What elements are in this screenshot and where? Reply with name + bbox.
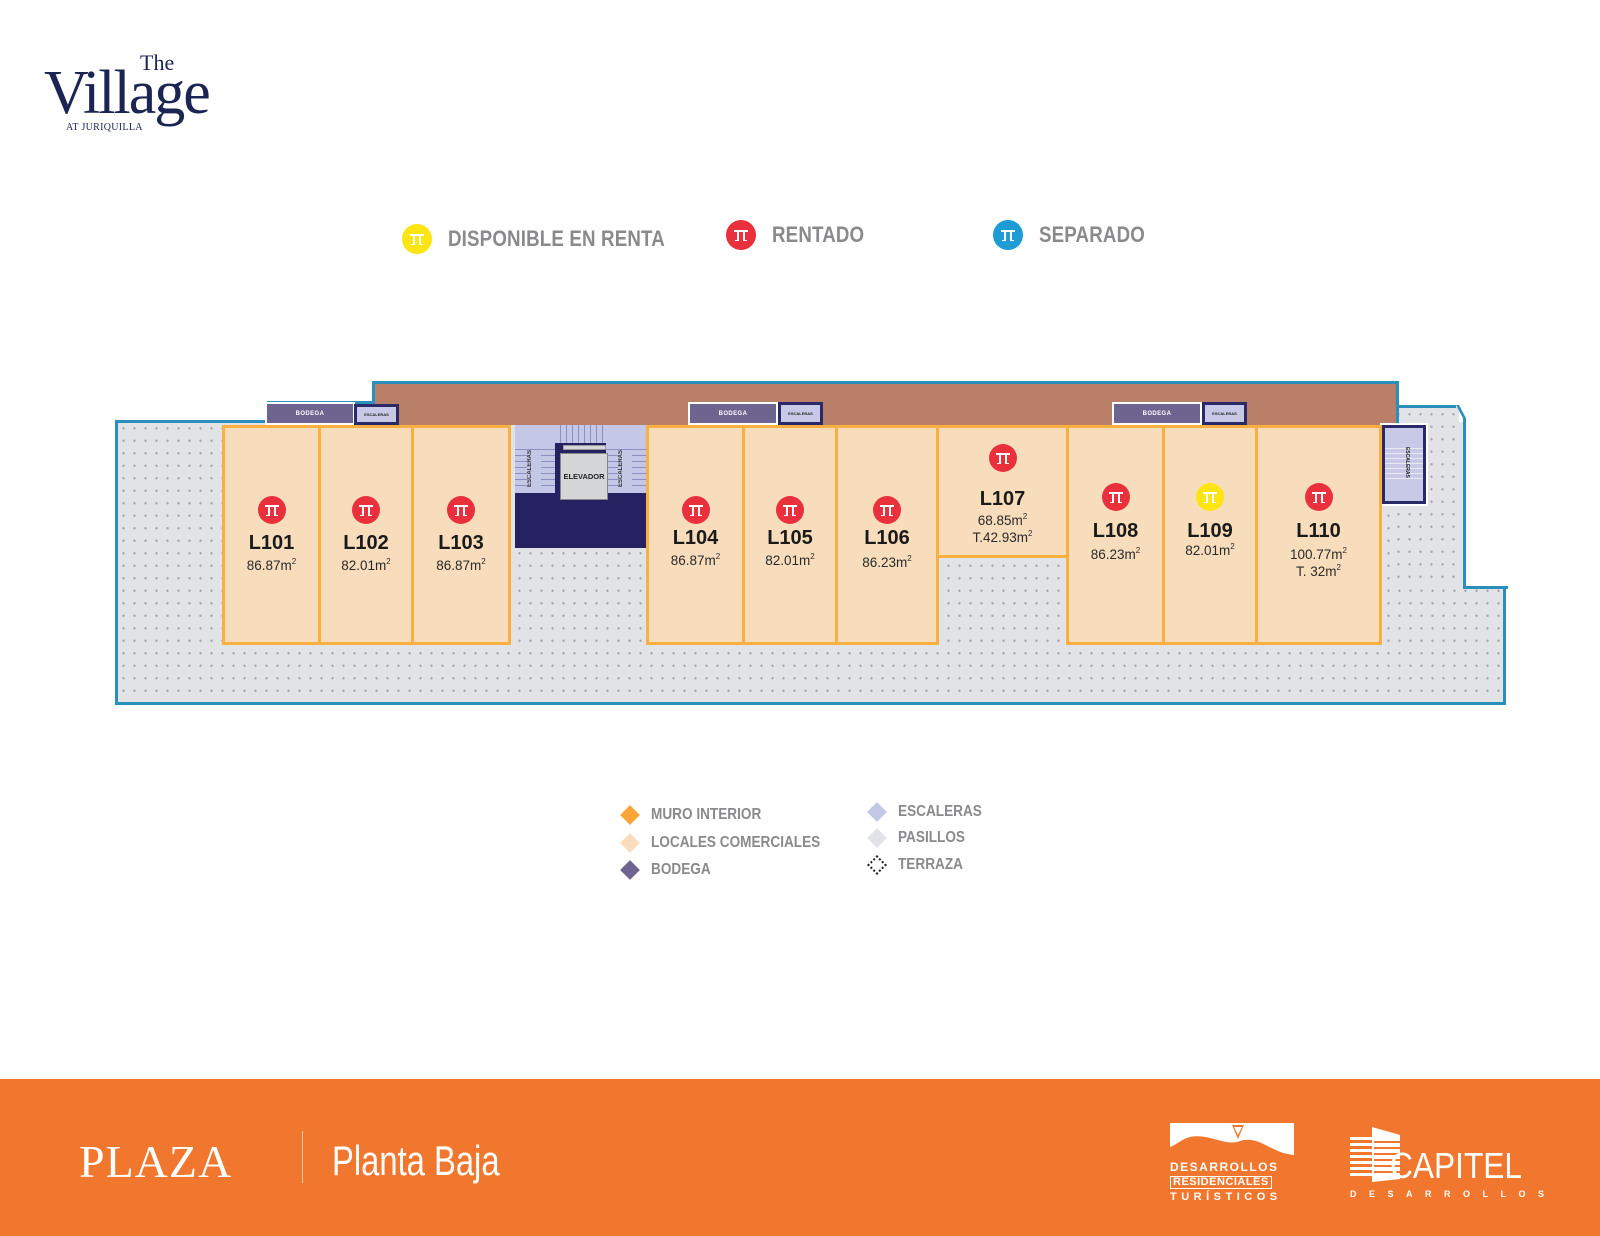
unit-area: 86.23m2 [862, 554, 912, 570]
locales-icon [620, 833, 640, 853]
unit-l105[interactable]: L105 82.01m2 [742, 425, 838, 645]
bodega-1: BODEGA [265, 402, 355, 425]
footer-banner: PLAZA Planta Baja DESARROLLOS RESIDENCIA… [0, 1079, 1600, 1236]
table-icon [402, 224, 432, 254]
unit-l106[interactable]: L106 86.23m2 [835, 425, 939, 645]
footer-divider [302, 1131, 303, 1183]
bodega-2: BODEGA [688, 402, 778, 425]
outline-right [1463, 418, 1466, 588]
outline-left [115, 420, 118, 705]
village-logo: The Village AT JURIQUILLA [44, 52, 244, 142]
status-table-icon [1196, 483, 1224, 511]
unit-name: L110 [1296, 520, 1341, 542]
status-table-icon [352, 496, 380, 524]
elevator-door [563, 445, 606, 450]
notch-fill [1466, 412, 1516, 586]
floor-plan: BODEGA ESCALERAS BODEGA ESCALERAS BODEGA… [115, 381, 1516, 705]
material-legend: MURO INTERIOR LOCALES COMERCIALES BODEGA… [0, 800, 1600, 880]
pasillos-icon [867, 828, 887, 848]
unit-name: L101 [248, 532, 295, 554]
status-legend: DISPONIBLE EN RENTA RENTADO SEPARADO [0, 220, 1600, 260]
drt-logo: DESARROLLOS RESIDENCIALES TURÍSTICOS [1170, 1123, 1294, 1203]
level-title: Planta Baja [332, 1137, 500, 1184]
outline-right-top [1396, 405, 1456, 408]
status-table-icon [988, 444, 1017, 472]
elevator-core: ESCALERAS ESCALERAS ELEVADOR [515, 425, 646, 548]
terraza-icon [867, 855, 887, 875]
stairs-right-block: ESCALERAS [1382, 425, 1426, 504]
unit-name: L108 [1092, 520, 1139, 542]
unit-name: L105 [767, 527, 813, 549]
unit-area: 86.87m2 [670, 552, 721, 568]
legend-reserved: SEPARADO [993, 220, 1164, 250]
unit-area: 86.23m2 [1090, 546, 1141, 562]
unit-l108[interactable]: L108 86.23m2 [1066, 425, 1165, 645]
unit-l102[interactable]: L102 82.01m2 [318, 425, 414, 645]
unit-l103[interactable]: L103 86.87m2 [411, 425, 511, 645]
unit-area: 86.87m2 [246, 557, 297, 573]
stairs-top [515, 425, 646, 443]
status-table-icon [1101, 483, 1130, 511]
status-table-icon [681, 496, 710, 524]
unit-terrace: T. 32m [1296, 564, 1337, 579]
unit-name: L103 [438, 532, 484, 554]
status-table-icon [447, 496, 475, 524]
legend-reserved-label: SEPARADO [1039, 222, 1145, 247]
elevator: ELEVADOR [560, 453, 608, 500]
drt-logo-shape [1170, 1123, 1294, 1155]
status-table-icon [873, 496, 901, 524]
logo-subtitle: AT JURIQUILLA [66, 122, 143, 133]
section-title: PLAZA [79, 1136, 233, 1187]
unit-area: 86.87m2 [436, 557, 486, 573]
bodega-3: BODEGA [1112, 402, 1202, 425]
stairs-small-2: ESCALERAS [778, 402, 823, 425]
legend-locales: LOCALES COMERCIALES [620, 833, 850, 853]
outline-top-left [115, 420, 270, 423]
legend-rented-label: RENTADO [772, 222, 865, 247]
legend-rented: RENTADO [726, 220, 881, 250]
unit-name: L102 [343, 532, 389, 554]
capitel-logo: CAPITEL DESARROLLOS [1350, 1127, 1544, 1207]
table-icon [726, 220, 756, 250]
unit-name: L106 [864, 527, 910, 549]
status-table-icon [1304, 483, 1333, 511]
bodega-icon [620, 860, 640, 880]
building-icon [1350, 1127, 1400, 1182]
legend-available-label: DISPONIBLE EN RENTA [448, 226, 665, 251]
table-icon [993, 220, 1023, 250]
stairs-small-3: ESCALERAS [1202, 402, 1247, 425]
legend-bodega: BODEGA [620, 860, 721, 880]
logo-the: The [140, 50, 175, 75]
legend-available: DISPONIBLE EN RENTA [402, 224, 703, 254]
legend-escaleras: ESCALERAS [867, 802, 997, 822]
status-table-icon [776, 496, 804, 524]
unit-l104[interactable]: L104 86.87m2 [646, 425, 745, 645]
unit-name: L107 [979, 488, 1026, 510]
unit-name: L109 [1187, 520, 1233, 542]
unit-l101[interactable]: L101 86.87m2 [222, 425, 321, 645]
muro-interior-icon [620, 805, 640, 825]
unit-name: L104 [672, 527, 719, 549]
unit-area: 82.01m2 [765, 552, 815, 568]
unit-area: 82.01m2 [1185, 542, 1235, 558]
legend-muro-interior: MURO INTERIOR [620, 805, 781, 825]
stairs-right: ESCALERAS [606, 443, 646, 493]
stairs-left: ESCALERAS [515, 443, 555, 493]
outline-right-notch [1463, 586, 1508, 589]
logo-village: Village [44, 59, 211, 127]
unit-terrace: T.42.93m [972, 530, 1029, 545]
escaleras-icon [867, 802, 887, 822]
legend-pasillos: PASILLOS [867, 828, 977, 848]
stairs-small-1: ESCALERAS [354, 404, 399, 425]
status-table-icon [257, 496, 286, 524]
unit-area: 82.01m2 [341, 557, 391, 573]
legend-terraza: TERRAZA [867, 855, 974, 875]
